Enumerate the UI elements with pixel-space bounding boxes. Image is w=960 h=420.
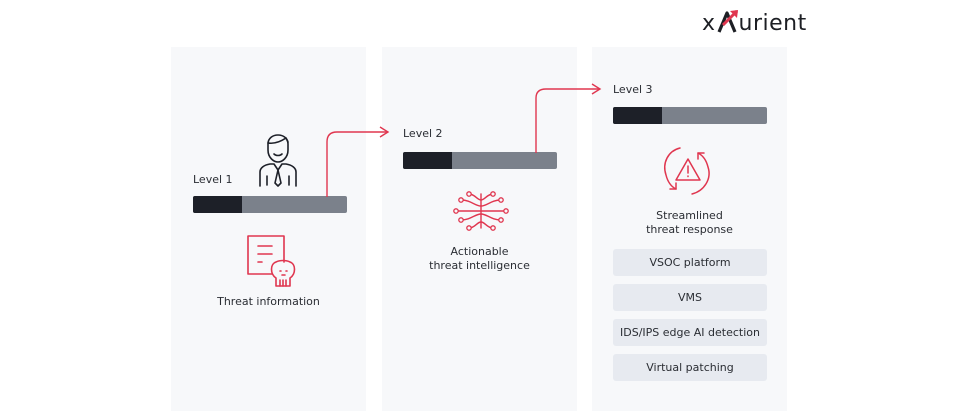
level-2-panel (382, 47, 577, 411)
level-2-label: Level 2 (403, 127, 443, 140)
level-1-progress-fill (193, 196, 243, 213)
caption-line: threat response (646, 223, 733, 236)
level-3-progress-bar (613, 107, 767, 124)
response-item-ids-ips: IDS/IPS edge AI detection (613, 319, 767, 346)
level-3-caption: Streamlined threat response (592, 209, 787, 237)
caption-line: Actionable (450, 245, 509, 258)
level-2-progress-bar (403, 152, 557, 169)
alert-cycle-icon (664, 147, 710, 195)
logo-prefix: x (702, 10, 716, 36)
level-3-progress-fill (613, 107, 663, 124)
level-1-caption: Threat information (171, 295, 366, 309)
caption-line: Threat information (217, 295, 320, 308)
level-2-caption: Actionable threat intelligence (382, 245, 577, 273)
neural-network-brain-icon (453, 191, 509, 231)
level-2-progress-fill (403, 152, 453, 169)
logo-suffix: urient (738, 10, 807, 36)
response-item-vsoc: VSOC platform (613, 249, 767, 276)
caption-line: Streamlined (656, 209, 723, 222)
level-1-label: Level 1 (193, 173, 233, 186)
businessman-icon (259, 134, 297, 187)
logo-arrow-a-icon (717, 9, 738, 33)
caption-line: threat intelligence (429, 259, 530, 272)
logo-text: x urient (702, 9, 807, 36)
response-item-virtual-patching: Virtual patching (613, 354, 767, 381)
xaurient-logo: x urient (702, 6, 807, 38)
level-3-label: Level 3 (613, 83, 653, 96)
threat-document-skull-icon (247, 235, 296, 287)
level-1-panel (171, 47, 366, 411)
level-1-progress-bar (193, 196, 347, 213)
response-item-vms: VMS (613, 284, 767, 311)
